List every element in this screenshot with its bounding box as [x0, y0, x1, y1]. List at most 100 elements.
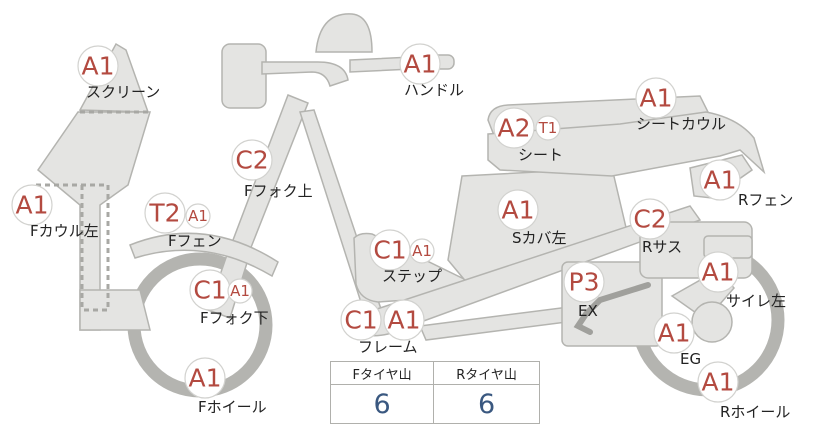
- front-tread-value: 6: [329, 384, 435, 424]
- badge-circle: [227, 278, 253, 304]
- badge-circle: [144, 192, 186, 234]
- handle-badge-a1: A1: [399, 43, 441, 85]
- frame-badge-a1: A1: [383, 299, 425, 341]
- mirror-shape: [315, 13, 373, 53]
- screen-badge-a1: A1: [77, 45, 119, 87]
- badge-text: C2: [235, 145, 268, 174]
- front-fender-label: Fフェン: [168, 232, 222, 250]
- badge-circle: [77, 45, 119, 87]
- badge-text: P3: [569, 267, 600, 296]
- side-cover-left-label: Sカバ左: [512, 229, 567, 247]
- screen-label: スクリーン: [86, 83, 160, 101]
- badge-text: C1: [373, 235, 406, 264]
- badge-text: A1: [657, 318, 690, 347]
- badge-text: A1: [501, 195, 534, 224]
- badge-text: C1: [344, 305, 377, 334]
- badge-circle: [697, 251, 739, 293]
- rear-suspension-label: Rサス: [642, 238, 682, 256]
- rear-wheel-label: Rホイール: [720, 403, 790, 421]
- front-fender-badge-a1: A1: [185, 203, 211, 229]
- seat-label: シート: [518, 146, 563, 164]
- badge-circle: [699, 159, 741, 201]
- side-cover-left-badge-a1: A1: [497, 189, 539, 231]
- badge-text: C2: [633, 204, 666, 233]
- cowl-seam-mid: [36, 183, 110, 312]
- badge-text: A1: [387, 305, 420, 334]
- seat-cowl-label: シートカウル: [636, 115, 726, 133]
- step-badge-a1: A1: [409, 238, 435, 264]
- badge-circle: [535, 115, 561, 141]
- front-fork-lower-badge-a1: A1: [227, 278, 253, 304]
- front-fork-upper-label: Fフォク上: [244, 182, 313, 200]
- front-fork-lower-label: Fフォク下: [200, 309, 269, 327]
- badge-circle: [399, 43, 441, 85]
- badge-text: T2: [148, 198, 180, 227]
- badge-circle: [340, 299, 382, 341]
- badge-text: C1: [193, 275, 226, 304]
- rear-fender-label: Rフェン: [738, 191, 793, 209]
- front-cowl-lower-shape: [79, 289, 151, 331]
- badge-text: A1: [701, 367, 734, 396]
- exhaust-pipe: [573, 282, 651, 335]
- handle-shape: [261, 61, 349, 87]
- front-wheel-badge-a1: A1: [184, 357, 226, 399]
- badge-circle: [629, 198, 671, 240]
- seat-cowl-shape: [487, 111, 766, 177]
- front-wheel-label: Fホイール: [198, 398, 267, 416]
- badge-circle: [185, 203, 211, 229]
- engine-badge-a1: A1: [653, 312, 695, 354]
- rear-hub-shape: [691, 301, 733, 343]
- badge-text: A1: [230, 282, 250, 300]
- front-fender-shape: [129, 232, 279, 278]
- frame-badge-c1: C1: [340, 299, 382, 341]
- muffler-left-label: サイレ左: [726, 292, 786, 310]
- front-tread-header: Fタイヤ山: [329, 361, 435, 385]
- front-fork-upper-badge-c2: C2: [231, 139, 273, 181]
- rear-wheel-badge-a1: A1: [697, 361, 739, 403]
- seat-badge-t1: T1: [535, 115, 561, 141]
- step-label: ステップ: [382, 267, 442, 285]
- muffler-left-badge-a1: A1: [697, 251, 739, 293]
- exhaust-badge-p3: P3: [563, 261, 605, 303]
- badge-circle: [697, 361, 739, 403]
- badge-circle: [383, 299, 425, 341]
- rear-fender-badge-a1: A1: [699, 159, 741, 201]
- headlight-shape: [221, 43, 267, 109]
- badge-text: A1: [701, 257, 734, 286]
- badge-text: A1: [15, 190, 48, 219]
- front-cowl-left-badge-a1: A1: [11, 184, 53, 226]
- exhaust-label: EX: [578, 302, 598, 320]
- badge-circle: [563, 261, 605, 303]
- badge-circle: [11, 184, 53, 226]
- badge-text: A1: [412, 242, 432, 260]
- frame-label: フレーム: [358, 338, 418, 356]
- rear-tread-header: Rタイヤ山: [433, 361, 540, 385]
- badge-circle: [231, 139, 273, 181]
- badge-circle: [184, 357, 226, 399]
- badge-circle: [409, 238, 435, 264]
- badge-text: A2: [497, 113, 530, 142]
- handle-label: ハンドル: [404, 81, 464, 99]
- rear-tread-value: 6: [433, 384, 540, 424]
- badge-text: T1: [538, 119, 558, 137]
- badge-text: A1: [188, 207, 208, 225]
- badge-text: A1: [81, 51, 114, 80]
- badge-text: A1: [403, 49, 436, 78]
- badge-circle: [493, 107, 535, 149]
- badge-text: A1: [703, 165, 736, 194]
- badge-circle: [653, 312, 695, 354]
- seat-cowl-badge-a1: A1: [635, 77, 677, 119]
- engine-label: EG: [680, 350, 701, 368]
- seat-badge-a2: A2: [493, 107, 535, 149]
- tire-tread-table: Fタイヤ山 Rタイヤ山 6 6: [329, 361, 540, 424]
- badge-text: A1: [188, 363, 221, 392]
- badge-circle: [635, 77, 677, 119]
- badge-circle: [497, 189, 539, 231]
- front-cowl-left-label: Fカウル左: [30, 222, 99, 240]
- rear-suspension-badge-c2: C2: [629, 198, 671, 240]
- badge-text: A1: [639, 83, 672, 112]
- front-fender-badge-t2: T2: [144, 192, 186, 234]
